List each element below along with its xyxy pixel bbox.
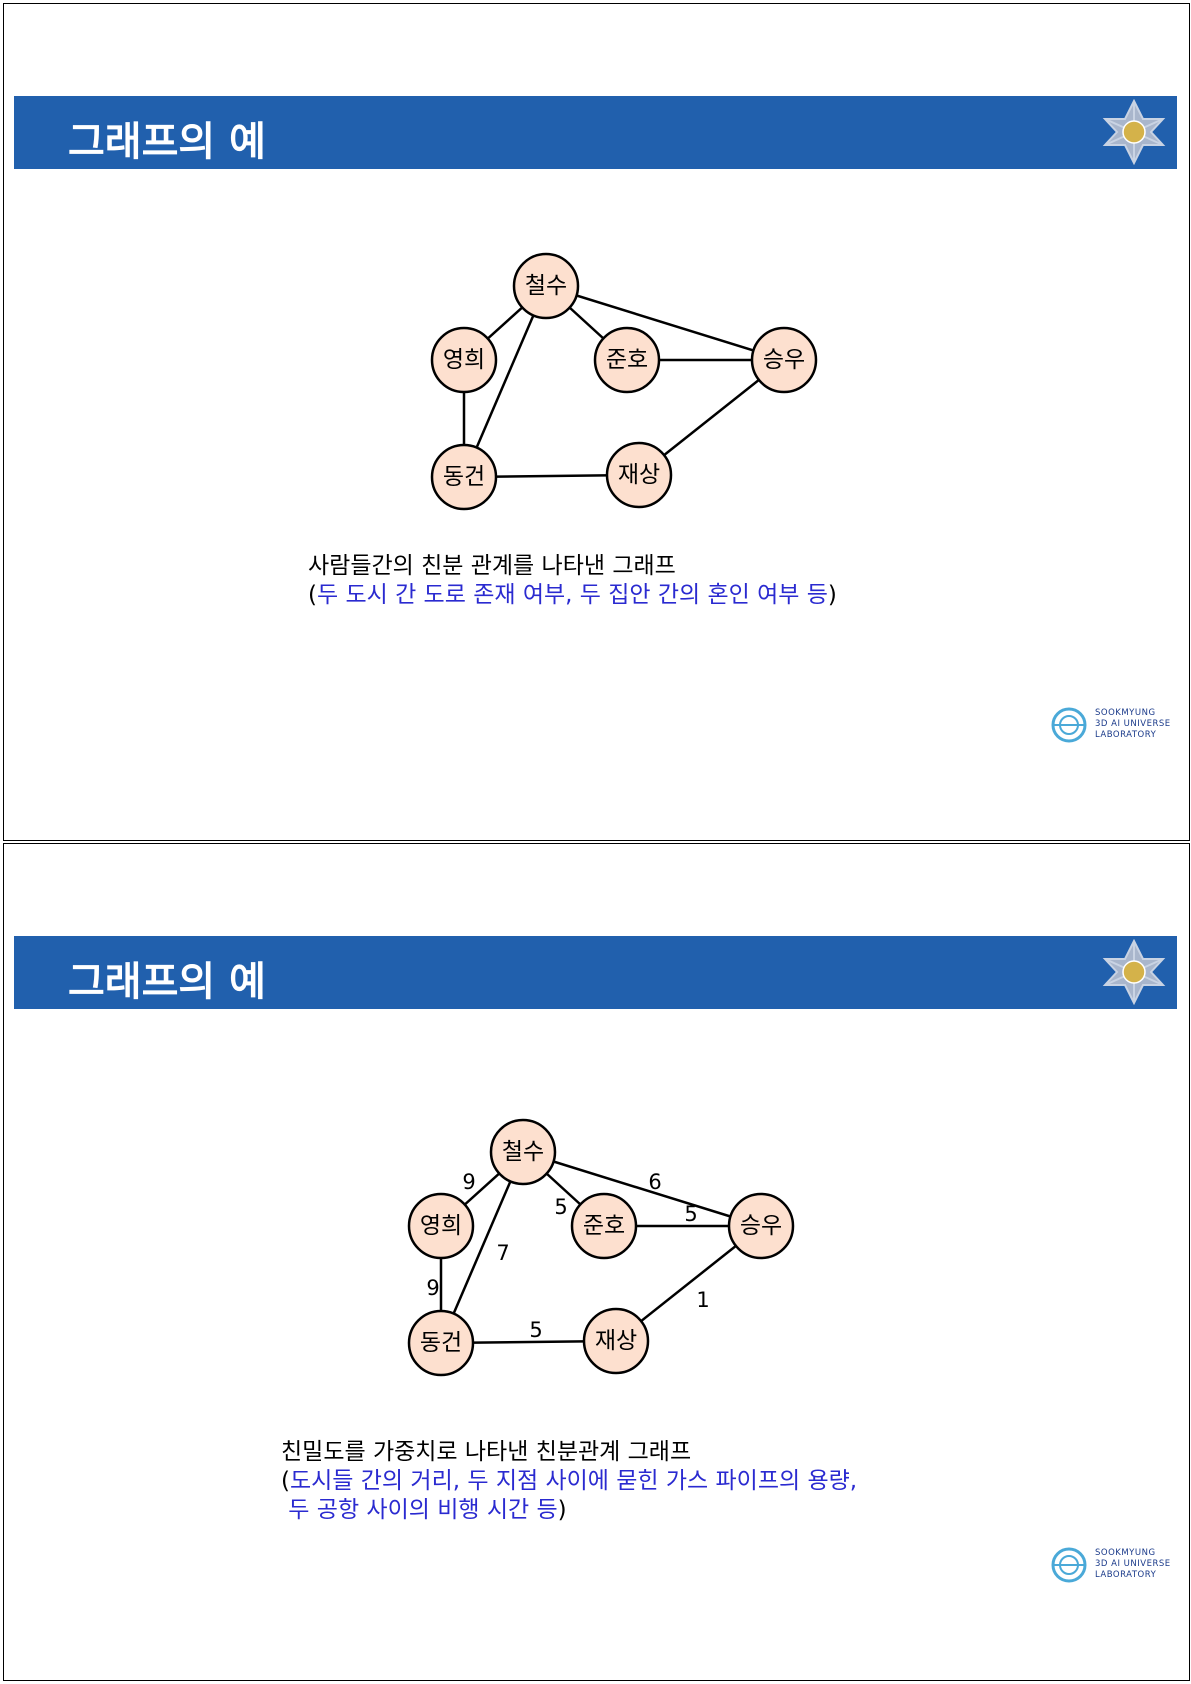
svg-text:준호: 준호 xyxy=(606,347,648,373)
node-younghee: 영희 xyxy=(430,326,498,394)
weight-junho-seungwoo: 5 xyxy=(684,1202,697,1226)
lab-logo: SOOKMYUNG 3D AI UNIVERSE LABORATORY xyxy=(1050,1546,1178,1586)
slide-1: 그래프의 예 철수 영희 준호 승우 동건 재상 사람들간의 친분 관계를 나타… xyxy=(3,3,1190,841)
lab-globe-icon xyxy=(1051,1547,1087,1583)
edge-cheolsu-donggeon xyxy=(462,285,548,478)
caption-paren-close: ) xyxy=(827,582,837,608)
weight-cheolsu-seungwoo: 6 xyxy=(648,1170,661,1194)
lab-logo: SOOKMYUNG 3D AI UNIVERSE LABORATORY xyxy=(1050,706,1178,746)
slide-title: 그래프의 예 xyxy=(68,119,266,165)
edge-cheolsu-donggeon xyxy=(439,1151,525,1344)
svg-text:동건: 동건 xyxy=(420,1330,462,1356)
caption: 사람들간의 친분 관계를 나타낸 그래프 (두 도시 간 도로 존재 여부, 두… xyxy=(308,552,837,610)
edge-cheolsu-seungwoo xyxy=(545,284,785,362)
weight-cheolsu-donggeon: 7 xyxy=(496,1241,509,1265)
node-jaesang: 재상 xyxy=(582,1307,650,1375)
svg-text:승우: 승우 xyxy=(740,1213,782,1239)
caption-examples-line-2: 두 공항 사이의 비행 시간 등 xyxy=(281,1497,558,1523)
svg-text:철수: 철수 xyxy=(502,1139,544,1165)
caption-line-1: 친밀도를 가중치로 나타낸 친분관계 그래프 xyxy=(281,1439,692,1465)
weight-cheolsu-younghee: 9 xyxy=(462,1170,475,1194)
title-bar: 그래프의 예 xyxy=(14,96,1177,169)
node-cheolsu: 철수 xyxy=(512,252,580,320)
snowflake-emblem-icon xyxy=(1102,939,1166,1005)
node-cheolsu: 철수 xyxy=(489,1118,557,1186)
node-donggeon: 동건 xyxy=(407,1309,475,1377)
node-jaesang: 재상 xyxy=(605,441,673,509)
node-donggeon: 동건 xyxy=(430,443,498,511)
svg-text:철수: 철수 xyxy=(525,273,567,299)
weight-jaesang-seungwoo: 1 xyxy=(696,1288,709,1312)
caption-examples: 두 도시 간 도로 존재 여부, 두 집안 간의 혼인 여부 등 xyxy=(316,582,828,608)
lab-name: SOOKMYUNG 3D AI UNIVERSE LABORATORY xyxy=(1095,708,1171,740)
weight-cheolsu-junho: 5 xyxy=(554,1195,567,1219)
weight-donggeon-jaesang: 5 xyxy=(529,1318,542,1342)
lab-globe-icon xyxy=(1051,707,1087,743)
svg-text:승우: 승우 xyxy=(763,347,805,373)
caption-line-1: 사람들간의 친분 관계를 나타낸 그래프 xyxy=(308,553,676,579)
snowflake-emblem-icon xyxy=(1102,99,1166,165)
title-bar: 그래프의 예 xyxy=(14,936,1177,1009)
svg-text:영희: 영희 xyxy=(443,347,485,373)
caption-paren-open: ( xyxy=(308,582,317,608)
svg-text:동건: 동건 xyxy=(443,464,485,490)
node-younghee: 영희 xyxy=(407,1192,475,1260)
weight-younghee-donggeon: 9 xyxy=(426,1276,439,1300)
friendship-graph: 철수 영희 준호 승우 동건 재상 xyxy=(430,252,818,511)
node-seungwoo: 승우 xyxy=(750,326,818,394)
lab-name: SOOKMYUNG 3D AI UNIVERSE LABORATORY xyxy=(1095,1548,1171,1580)
caption-paren-close: ) xyxy=(557,1497,567,1523)
weighted-friendship-graph: 9 5 6 7 5 9 5 1 철수 영희 준호 승우 동건 재상 xyxy=(407,1118,795,1377)
node-junho: 준호 xyxy=(593,326,661,394)
node-seungwoo: 승우 xyxy=(727,1192,795,1260)
svg-text:준호: 준호 xyxy=(583,1213,625,1239)
caption-examples-line-1: 도시들 간의 거리, 두 지점 사이에 묻힌 가스 파이프의 용량, xyxy=(289,1468,858,1494)
svg-text:재상: 재상 xyxy=(618,462,660,488)
svg-text:재상: 재상 xyxy=(595,1328,637,1354)
slide-title: 그래프의 예 xyxy=(68,959,266,1005)
node-junho: 준호 xyxy=(570,1192,638,1260)
edge-cheolsu-seungwoo xyxy=(522,1150,762,1228)
slide-2: 그래프의 예 9 5 6 7 5 9 5 1 철수 영희 준호 승우 동건 재상 xyxy=(3,843,1190,1681)
svg-text:영희: 영희 xyxy=(420,1213,462,1239)
caption: 친밀도를 가중치로 나타낸 친분관계 그래프 (도시들 간의 거리, 두 지점 … xyxy=(281,1438,857,1525)
caption-paren-open: ( xyxy=(281,1468,290,1494)
